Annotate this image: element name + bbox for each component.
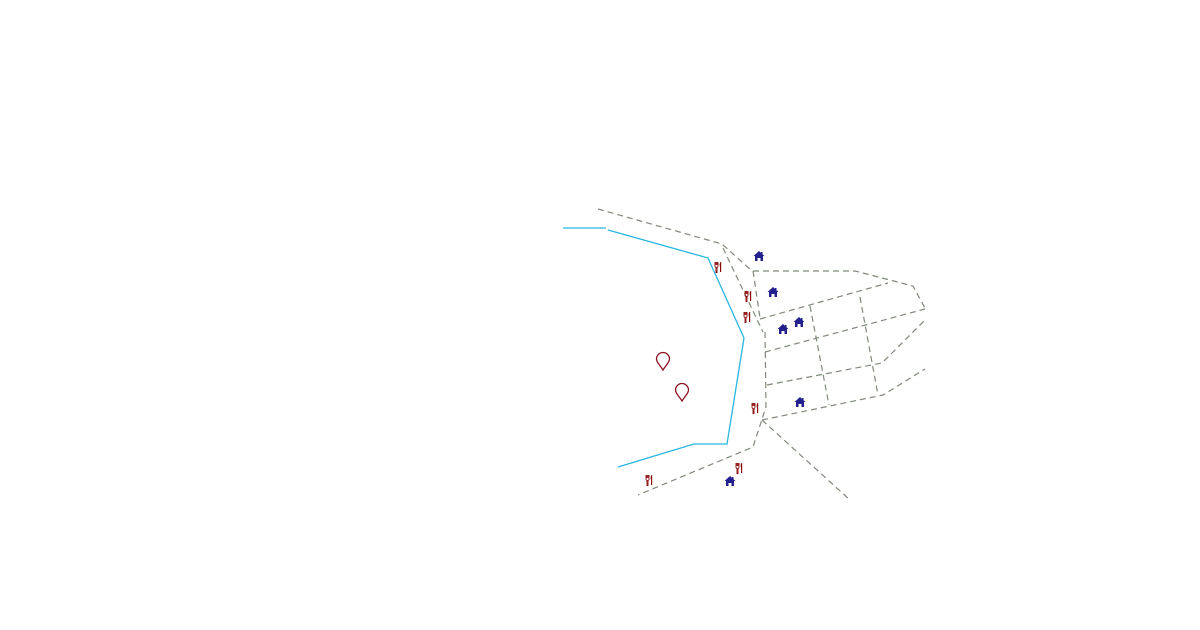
road [859, 296, 879, 396]
road [761, 368, 926, 421]
road [597, 208, 753, 272]
restaurants-layer [645, 261, 759, 486]
fork-knife-icon[interactable] [751, 402, 759, 414]
river [607, 229, 745, 468]
fork-knife-icon[interactable] [735, 462, 743, 474]
road [722, 247, 764, 333]
houses-layer [724, 251, 806, 486]
river-layer [563, 227, 745, 468]
road [809, 305, 830, 406]
roads-layer [597, 208, 927, 501]
road [761, 419, 851, 501]
road [764, 308, 926, 353]
fork-knife-icon[interactable] [645, 474, 653, 486]
pins-layer [655, 351, 690, 402]
house-icon[interactable] [794, 397, 806, 407]
map-pin-icon[interactable] [655, 351, 671, 371]
house-icon[interactable] [724, 476, 736, 486]
house-icon[interactable] [753, 251, 765, 261]
house-icon[interactable] [767, 287, 779, 297]
road [759, 282, 889, 320]
fork-knife-icon[interactable] [714, 261, 722, 273]
road [752, 270, 761, 319]
house-icon[interactable] [793, 317, 805, 327]
fork-knife-icon[interactable] [744, 290, 752, 302]
map-pin-icon[interactable] [674, 382, 690, 402]
road [753, 270, 927, 311]
house-icon[interactable] [777, 324, 789, 334]
fork-knife-icon[interactable] [743, 311, 751, 323]
